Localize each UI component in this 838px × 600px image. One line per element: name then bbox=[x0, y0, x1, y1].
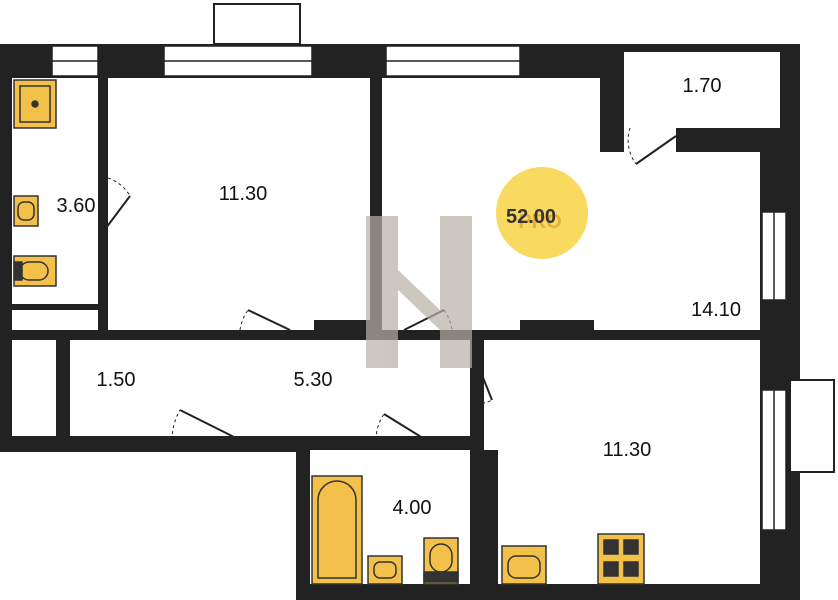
wall-bath-bedroom bbox=[98, 78, 108, 334]
balcony-projections bbox=[213, 3, 835, 473]
room-label-hallway: 5.30 bbox=[294, 369, 333, 391]
wall-hallway-bottom bbox=[240, 436, 476, 450]
door-kitchen bbox=[475, 359, 493, 405]
toilet-icon bbox=[13, 255, 57, 287]
sink-icon bbox=[501, 545, 547, 585]
total-area-badge: PRO 52.00 bbox=[496, 167, 588, 259]
door-balcony bbox=[627, 127, 677, 165]
wall-stub-2b bbox=[520, 320, 594, 332]
badge-circle bbox=[496, 167, 588, 259]
door-closet bbox=[171, 409, 241, 441]
wall-mid-horizontal bbox=[0, 330, 800, 340]
room-label-bedroom-left: 11.30 bbox=[219, 183, 268, 205]
room-labels: 3.60 11.30 14.10 1.70 1.50 5.30 4.00 11.… bbox=[57, 75, 742, 519]
sink-icon bbox=[13, 79, 57, 129]
total-area-label: 52.00 bbox=[506, 206, 556, 228]
wall-left bbox=[0, 44, 12, 452]
badge-text: PRO bbox=[518, 211, 561, 233]
walls-overlay bbox=[314, 44, 800, 600]
stove-icon bbox=[597, 533, 645, 585]
room-label-bathroom-small: 3.60 bbox=[57, 195, 96, 217]
watermark-logo bbox=[366, 216, 472, 368]
room-label-bathroom-large: 4.00 bbox=[393, 497, 432, 519]
room-label-kitchen: 11.30 bbox=[603, 439, 652, 461]
bathtub-icon bbox=[311, 475, 363, 585]
floor-closet bbox=[12, 340, 56, 436]
floor-bedroom-left bbox=[108, 78, 370, 330]
wall-bottom bbox=[296, 584, 800, 600]
doors bbox=[105, 127, 677, 441]
door-bedroom bbox=[239, 309, 291, 331]
wall-right-2 bbox=[760, 152, 786, 212]
wall-balcony-bottom-2 bbox=[676, 128, 760, 152]
wall-stub-1b bbox=[314, 320, 370, 332]
balcony-right-projection bbox=[789, 379, 835, 473]
room-label-closet: 1.50 bbox=[97, 369, 136, 391]
balcony-top-projection bbox=[213, 3, 301, 45]
wall-bath-left bbox=[296, 436, 310, 600]
toilet-icon bbox=[423, 537, 459, 585]
floor-hallway bbox=[70, 340, 470, 436]
floor-balcony bbox=[624, 52, 780, 128]
fixtures bbox=[13, 79, 645, 585]
wall-right-3 bbox=[760, 300, 786, 390]
wall-bath-bottom bbox=[12, 304, 102, 310]
door-bath-small bbox=[105, 177, 131, 229]
sink-icon bbox=[13, 195, 39, 227]
wall-balcony-right bbox=[780, 44, 800, 154]
wall-balcony-left-2 bbox=[600, 44, 624, 152]
wall-bottom-left bbox=[0, 436, 300, 452]
wall-right-4 bbox=[760, 530, 800, 600]
sink-icon bbox=[367, 555, 403, 585]
door-bath-large bbox=[375, 413, 427, 441]
wall-closet-right bbox=[56, 340, 70, 450]
wall-duct bbox=[480, 450, 498, 590]
room-label-living: 14.10 bbox=[691, 299, 741, 321]
windows bbox=[51, 45, 787, 531]
room-label-balcony: 1.70 bbox=[683, 75, 722, 97]
